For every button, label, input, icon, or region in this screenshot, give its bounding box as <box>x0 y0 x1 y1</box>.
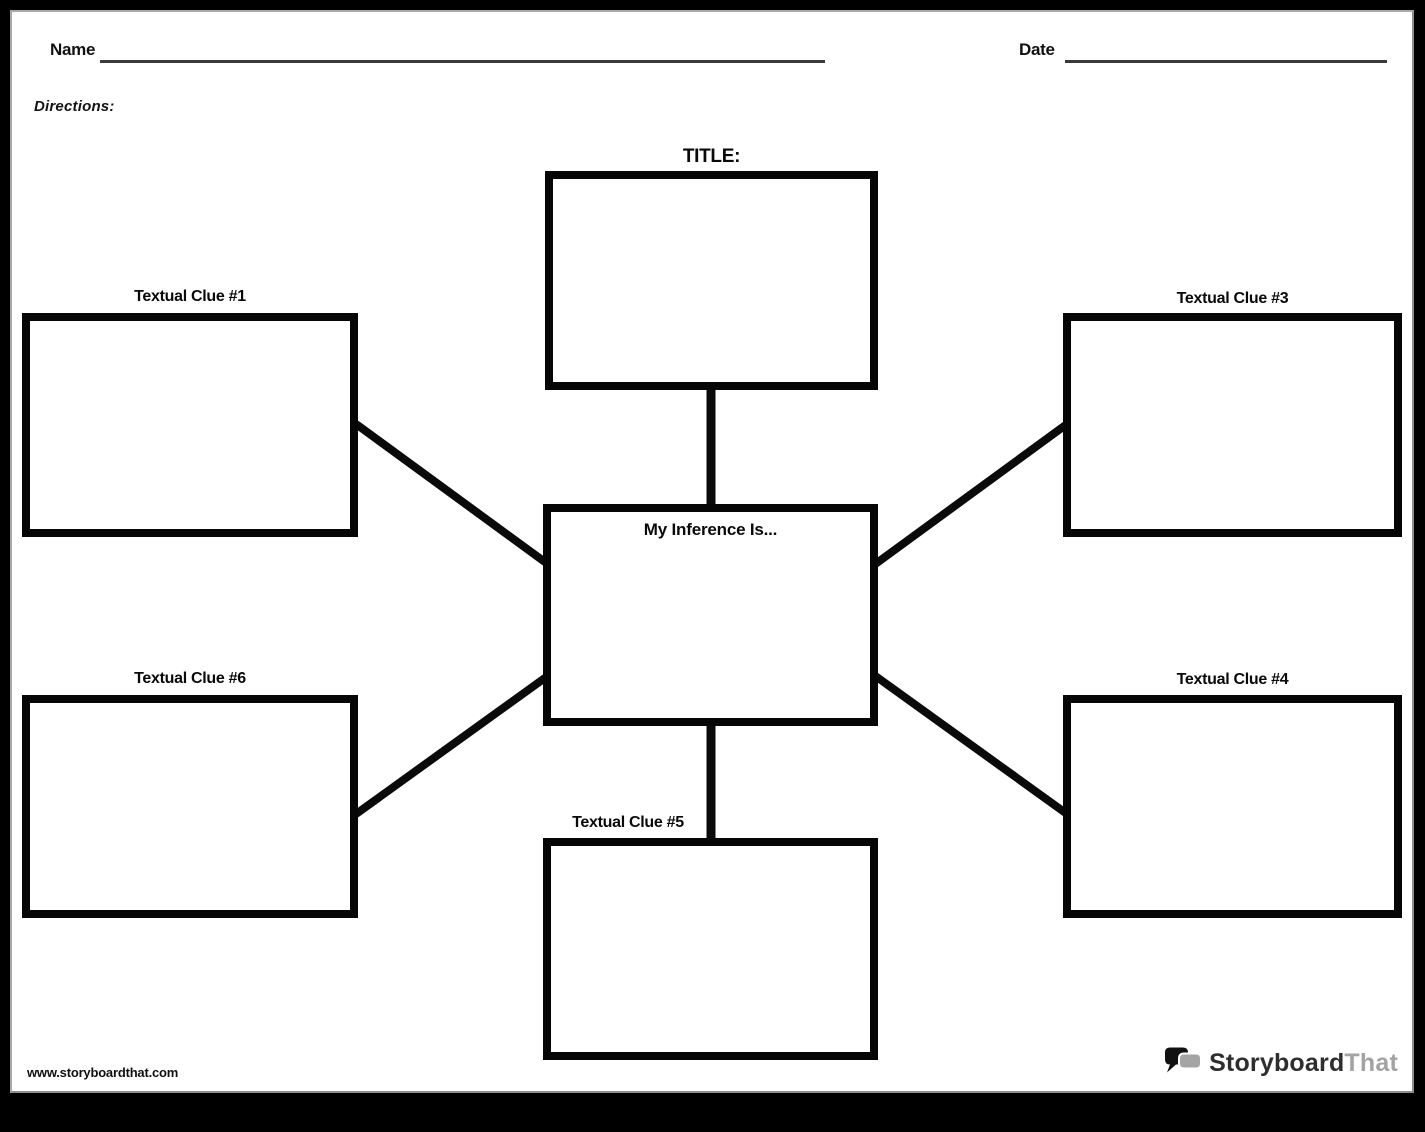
connector-clue3-center <box>871 420 1070 569</box>
clue5-label: Textual Clue #5 <box>572 814 684 831</box>
clue4-label: Textual Clue #4 <box>1176 671 1289 688</box>
connector-clue4-center <box>871 671 1070 818</box>
connector-clue1-center <box>353 420 552 569</box>
name-label: Name <box>50 40 96 59</box>
inference-label: My Inference Is... <box>643 520 778 539</box>
clue4-box[interactable] <box>1063 695 1402 918</box>
clue6-box[interactable] <box>22 695 358 918</box>
clue1-label: Textual Clue #1 <box>134 288 246 305</box>
clue6-label: Textual Clue #6 <box>134 670 246 687</box>
inference-box[interactable]: My Inference Is... <box>543 504 878 726</box>
clue3-label: Textual Clue #3 <box>1176 290 1289 307</box>
speech-bubbles-icon <box>1165 1047 1203 1073</box>
date-label: Date <box>1019 40 1055 59</box>
connector-clue6-center <box>353 671 552 818</box>
connector-lines <box>353 390 1070 844</box>
logo-text: StoryboardThat <box>1209 1049 1398 1078</box>
website-link[interactable]: www.storyboardthat.com <box>27 1065 179 1080</box>
logo-text-secondary: That <box>1344 1049 1398 1077</box>
title-label: TITLE: <box>682 146 741 167</box>
worksheet-page: Name Date Directions: TITLE: My Inferenc… <box>10 10 1414 1093</box>
title-box[interactable] <box>545 171 878 390</box>
logo-text-primary: Storyboard <box>1209 1049 1345 1077</box>
directions-label: Directions: <box>34 98 115 115</box>
clue3-box[interactable] <box>1063 313 1402 537</box>
clue1-box[interactable] <box>22 313 358 537</box>
date-input-line[interactable] <box>1065 60 1387 63</box>
clue5-box[interactable] <box>543 838 878 1060</box>
name-input-line[interactable] <box>100 60 825 63</box>
storyboardthat-logo[interactable]: StoryboardThat <box>1164 1046 1398 1081</box>
